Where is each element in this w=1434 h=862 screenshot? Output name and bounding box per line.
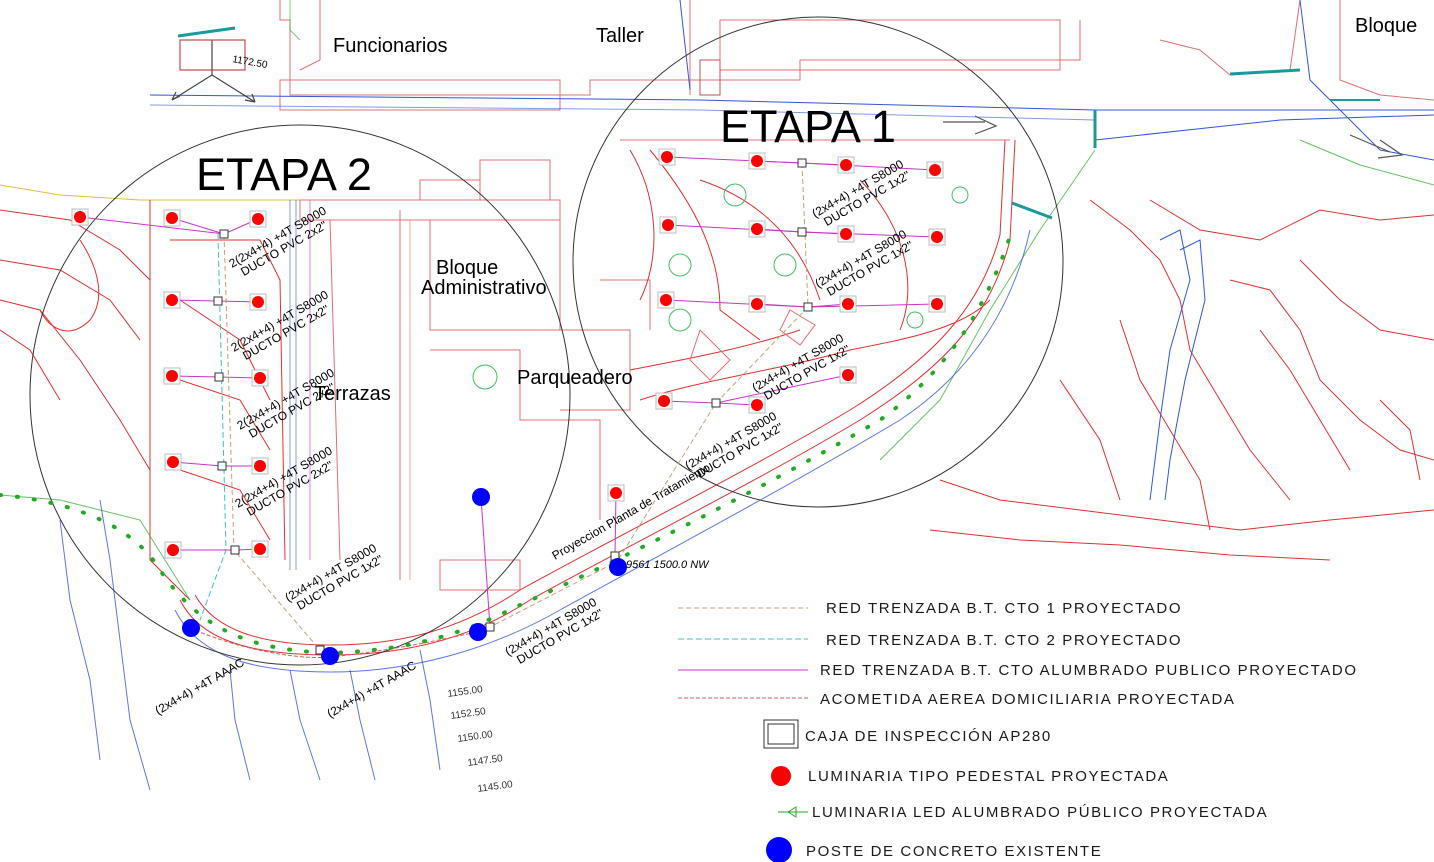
legend-item-cto1: RED TRENZADA B.T. CTO 1 PROYECTADO: [678, 600, 1182, 617]
label-administrativo: Administrativo: [421, 277, 547, 299]
label-funcionarios: Funcionarios: [333, 35, 448, 57]
cable-label: 2(2x4+4) +4T S8000 DUCTO PVC 2x2": [229, 287, 332, 362]
caja-icon: [763, 719, 799, 749]
legend-item-poste: POSTE DE CONCRETO EXISTENTE: [766, 837, 1102, 862]
cable-label: (2x4+4) +4T S8000 DUCTO PVC 1x2": [750, 331, 853, 403]
etapa1-boundary: [572, 16, 1064, 508]
legend: RED TRENZADA B.T. CTO 1 PROYECTADO RED T…: [678, 600, 1358, 862]
led-icon: [787, 806, 797, 818]
elevation-label: 1172.50: [231, 54, 268, 71]
etapa2-boundary: [29, 124, 571, 666]
svg-text:CAJA DE INSPECCIÓN AP280: CAJA DE INSPECCIÓN AP280: [805, 728, 1052, 745]
svg-text:RED TRENZADA B.T. CTO 2 PROYEC: RED TRENZADA B.T. CTO 2 PROYECTADO: [826, 632, 1182, 649]
concrete-poles: [182, 488, 627, 665]
alumbrado-lines: [79, 156, 938, 657]
label-bloque-admin: Bloque: [436, 257, 498, 279]
cable-label: 2(2x4+4) +4T S8000 DUCTO PVC 2x2": [227, 203, 330, 278]
luminaria-icon: [771, 766, 791, 786]
legend-item-alumbrado: RED TRENZADA B.T. CTO ALUMBRADO PUBLICO …: [678, 662, 1358, 679]
svg-text:RED TRENZADA B.T. CTO 1 PROYEC: RED TRENZADA B.T. CTO 1 PROYECTADO: [826, 600, 1182, 617]
contour-labels: 1155.00 1152.50 1150.00 1147.50 1145.00: [447, 684, 514, 795]
north-arrow-icon: [171, 39, 256, 103]
legend-item-luminaria-pedestal: LUMINARIA TIPO PEDESTAL PROYECTADA: [771, 766, 1169, 786]
cable-label: 2(2x4+4) +4T S8000 DUCTO PVC 2x2": [233, 443, 336, 518]
svg-text:1155.00: 1155.00: [447, 684, 484, 700]
cable-label: (2x4+4) +4T S8000 DUCTO PVC 1x2": [813, 227, 916, 299]
label-taller: Taller: [596, 25, 644, 47]
cable-label: (2x4+4) +4T S8000 DUCTO PVC 1x2": [283, 541, 386, 613]
svg-text:LUMINARIA TIPO PEDESTAL PROYEC: LUMINARIA TIPO PEDESTAL PROYECTADA: [808, 768, 1169, 785]
terrain-linework: [0, 0, 1434, 791]
label-bloque-top: Bloque: [1355, 15, 1417, 37]
right-arrow-icon: [1349, 134, 1404, 159]
svg-text:(2x4+4) +4T AAAC: (2x4+4) +4T AAAC: [153, 655, 247, 718]
cto2-lines: [199, 233, 227, 621]
cable-label: (2x4+4) +4T S8000 DUCTO PVC 1x2": [683, 409, 786, 481]
svg-text:ACOMETIDA AEREA DOMICILIARIA P: ACOMETIDA AEREA DOMICILIARIA PROYECTADA: [820, 691, 1236, 708]
svg-text:POSTE DE CONCRETO EXISTENTE: POSTE DE CONCRETO EXISTENTE: [806, 843, 1102, 860]
legend-item-led: LUMINARIA LED ALUMBRADO PÚBLICO PROYECTA…: [778, 804, 1268, 821]
stage-circles: [29, 16, 1064, 666]
svg-text:1145.00: 1145.00: [477, 779, 514, 795]
label-etapa2: ETAPA 2: [196, 149, 372, 200]
cable-label: (2x4+4) +4T S8000 DUCTO PVC 1x2": [810, 157, 913, 229]
label-parqueadero: Parqueadero: [517, 367, 633, 389]
direction-arrows: [943, 115, 1404, 159]
label-terrazas: Terrazas: [314, 383, 391, 405]
aaac-label: (2x4+4) +4T AAAC: [153, 655, 247, 718]
landscape-circles: [472, 183, 969, 390]
svg-text:1152.50: 1152.50: [450, 706, 487, 722]
svg-text:LUMINARIA LED ALUMBRADO PÚBLIC: LUMINARIA LED ALUMBRADO PÚBLICO PROYECTA…: [812, 804, 1268, 821]
inspection-boxes: [213, 158, 813, 655]
legend-item-acometida: ACOMETIDA AEREA DOMICILIARIA PROYECTADA: [678, 691, 1236, 708]
svg-text:1147.50: 1147.50: [467, 753, 504, 769]
svg-text:RED TRENZADA B.T. CTO ALUMBRA: RED TRENZADA B.T. CTO ALUMBRADO PUBLICO …: [820, 662, 1358, 679]
legend-item-caja: CAJA DE INSPECCIÓN AP280: [763, 719, 1052, 749]
label-etapa1: ETAPA 1: [720, 101, 896, 152]
svg-text:1150.00: 1150.00: [457, 729, 494, 745]
legend-item-cto2: RED TRENZADA B.T. CTO 2 PROYECTADO: [678, 632, 1182, 649]
svg-text:(2x4+4) +4T AAAC: (2x4+4) +4T AAAC: [325, 658, 419, 721]
poste-icon: [766, 837, 792, 862]
pedestal-luminaires: [71, 148, 946, 559]
label-coord: 9561 1500.0 NW: [626, 559, 710, 571]
aaac-label: (2x4+4) +4T AAAC: [325, 658, 419, 721]
label-proyeccion: Proyeccion Planta de Tratamiento: [550, 460, 713, 562]
